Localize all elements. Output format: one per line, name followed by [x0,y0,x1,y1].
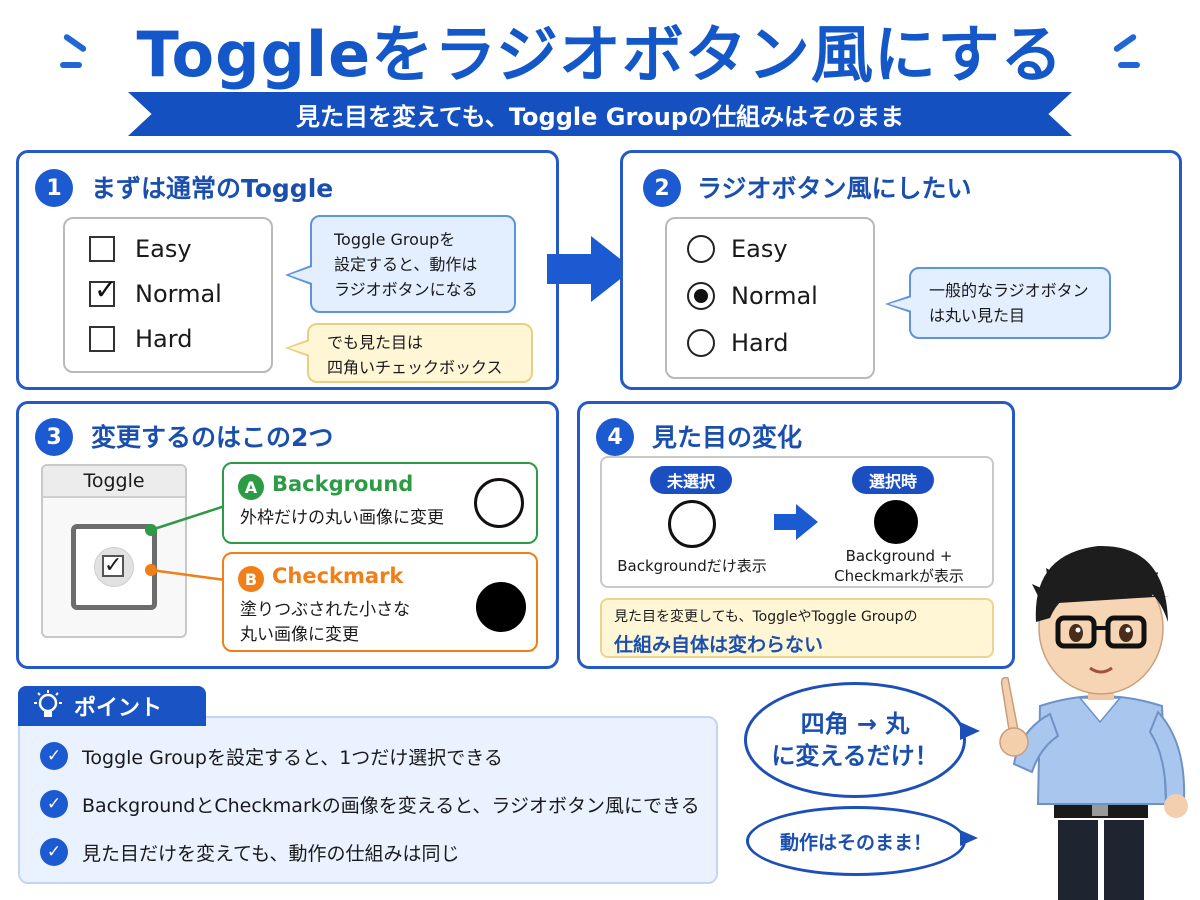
check-circle-icon: ✓ [40,742,68,770]
panel-step-3: 3 変更するのはこの2つ Toggle ✓ A Background 外枠だけの… [16,401,559,669]
option-label: Hard [135,325,193,353]
toggle-checkmark-icon: ✓ [102,553,124,578]
option-label: Normal [135,280,222,308]
subtitle-text: 見た目を変えても、Toggle Groupの仕組みはそのまま [295,102,905,131]
outline-circle-icon [668,500,716,548]
option-label: Hard [731,329,789,357]
toggle-background-frame: ✓ [71,524,157,610]
item-checkmark: B Checkmark 塗りつぶされた小さな 丸い画像に変更 [222,552,538,652]
checkbox-option-normal[interactable]: ✓ Normal [89,276,222,308]
note-mechanism-unchanged: 見た目を変更しても、ToggleやToggle Groupの 仕組み自体は変わら… [600,598,994,658]
checkbox-checked-icon: ✓ [89,276,117,307]
connector-lines [145,504,226,582]
radio-option-hard[interactable]: Hard [687,329,788,357]
outline-circle-icon [474,478,524,528]
step-number-2: 2 [643,169,681,207]
character-illustration [999,545,1188,900]
unselected-caption: Backgroundだけ表示 [617,557,767,575]
item-background-desc: 外枠だけの丸い画像に変更 [240,508,444,528]
badge-b: B [238,566,264,592]
step-title-2: ラジオボタン風にしたい [697,174,972,203]
radio-list: Easy Normal Hard [665,217,875,379]
step-number-1: 1 [35,169,73,207]
points-box: ✓ Toggle Groupを設定すると、1つだけ選択できる ✓ Backgro… [18,716,718,884]
option-label: Normal [731,282,818,310]
step-number-4: 4 [596,418,634,456]
checkbox-option-easy[interactable]: Easy [89,235,192,263]
point-item: ✓ 見た目だけを変えても、動作の仕組みは同じ [40,838,460,866]
toggle-inner-circle [94,547,134,587]
toggle-component-preview: Toggle ✓ [41,464,187,638]
item-checkmark-title: Checkmark [272,564,404,588]
arrow-right-icon [547,236,633,302]
option-label: Easy [731,235,788,263]
radio-button-selected-icon [687,282,715,310]
lightbulb-icon [34,690,62,717]
item-background: A Background 外枠だけの丸い画像に変更 [222,462,538,544]
check-circle-icon: ✓ [40,790,68,818]
checkbox-icon [89,326,115,352]
panel-step-2: 2 ラジオボタン風にしたい Easy Normal Hard 一般的なラジオボタ… [620,150,1182,390]
selected-caption: Background + Checkmarkが表示 [834,547,964,585]
step-title-4: 見た目の変化 [652,423,803,452]
check-circle-icon: ✓ [40,838,68,866]
filled-circle-icon [874,500,918,544]
radio-button-icon [687,329,715,357]
radio-button-icon [687,235,715,263]
filled-circle-icon [476,582,526,632]
step-title-3: 変更するのはこの2つ [91,423,334,452]
points-heading: ポイント [74,696,163,721]
callout-radio-round: 一般的なラジオボタン は丸い見た目 [909,267,1111,339]
item-background-title: Background [272,472,414,496]
panel-step-4: 4 見た目の変化 未選択 Backgroundだけ表示 選択時 Backgrou… [577,401,1015,669]
selected-pill: 選択時 [852,466,934,494]
radio-option-easy[interactable]: Easy [687,235,788,263]
speech-bubble-behavior-same: 動作はそのまま！ [746,806,966,876]
note-line-2: 仕組み自体は変わらない [614,634,824,656]
checkbox-option-hard[interactable]: Hard [89,325,192,353]
step-title-1: まずは通常のToggle [91,174,334,203]
item-checkmark-desc: 塗りつぶされた小さな 丸い画像に変更 [240,600,411,645]
point-item: ✓ BackgroundとCheckmarkの画像を変えると、ラジオボタン風にで… [40,790,700,818]
checkbox-icon [89,236,115,262]
point-item: ✓ Toggle Groupを設定すると、1つだけ選択できる [40,742,503,770]
radio-option-normal[interactable]: Normal [687,282,818,310]
panel-step-1: 1 まずは通常のToggle Easy ✓ Normal Hard Toggle… [16,150,559,390]
visual-change-box: 未選択 Backgroundだけ表示 選択時 Background + Chec… [600,456,994,588]
step-number-3: 3 [35,418,73,456]
subtitle-banner: 見た目を変えても、Toggle Groupの仕組みはそのまま [128,92,1072,136]
arrow-right-icon [774,504,818,540]
option-label: Easy [135,235,192,263]
checkbox-list: Easy ✓ Normal Hard [63,217,273,373]
points-heading-tab: ポイント [18,686,206,726]
callout-toggle-group: Toggle Groupを 設定すると、動作は ラジオボタンになる [310,215,516,313]
callout-square-look: でも見た目は 四角いチェックボックス [307,323,533,383]
main-title: Toggleをラジオボタン風にする [136,18,1064,91]
note-line-1: 見た目を変更しても、ToggleやToggle Groupの [614,609,918,625]
speech-bubble-square-to-circle: 四角 → 丸 に変えるだけ！ [744,682,966,798]
badge-a: A [238,474,264,500]
toggle-label: Toggle [43,466,185,498]
unselected-pill: 未選択 [650,466,732,494]
